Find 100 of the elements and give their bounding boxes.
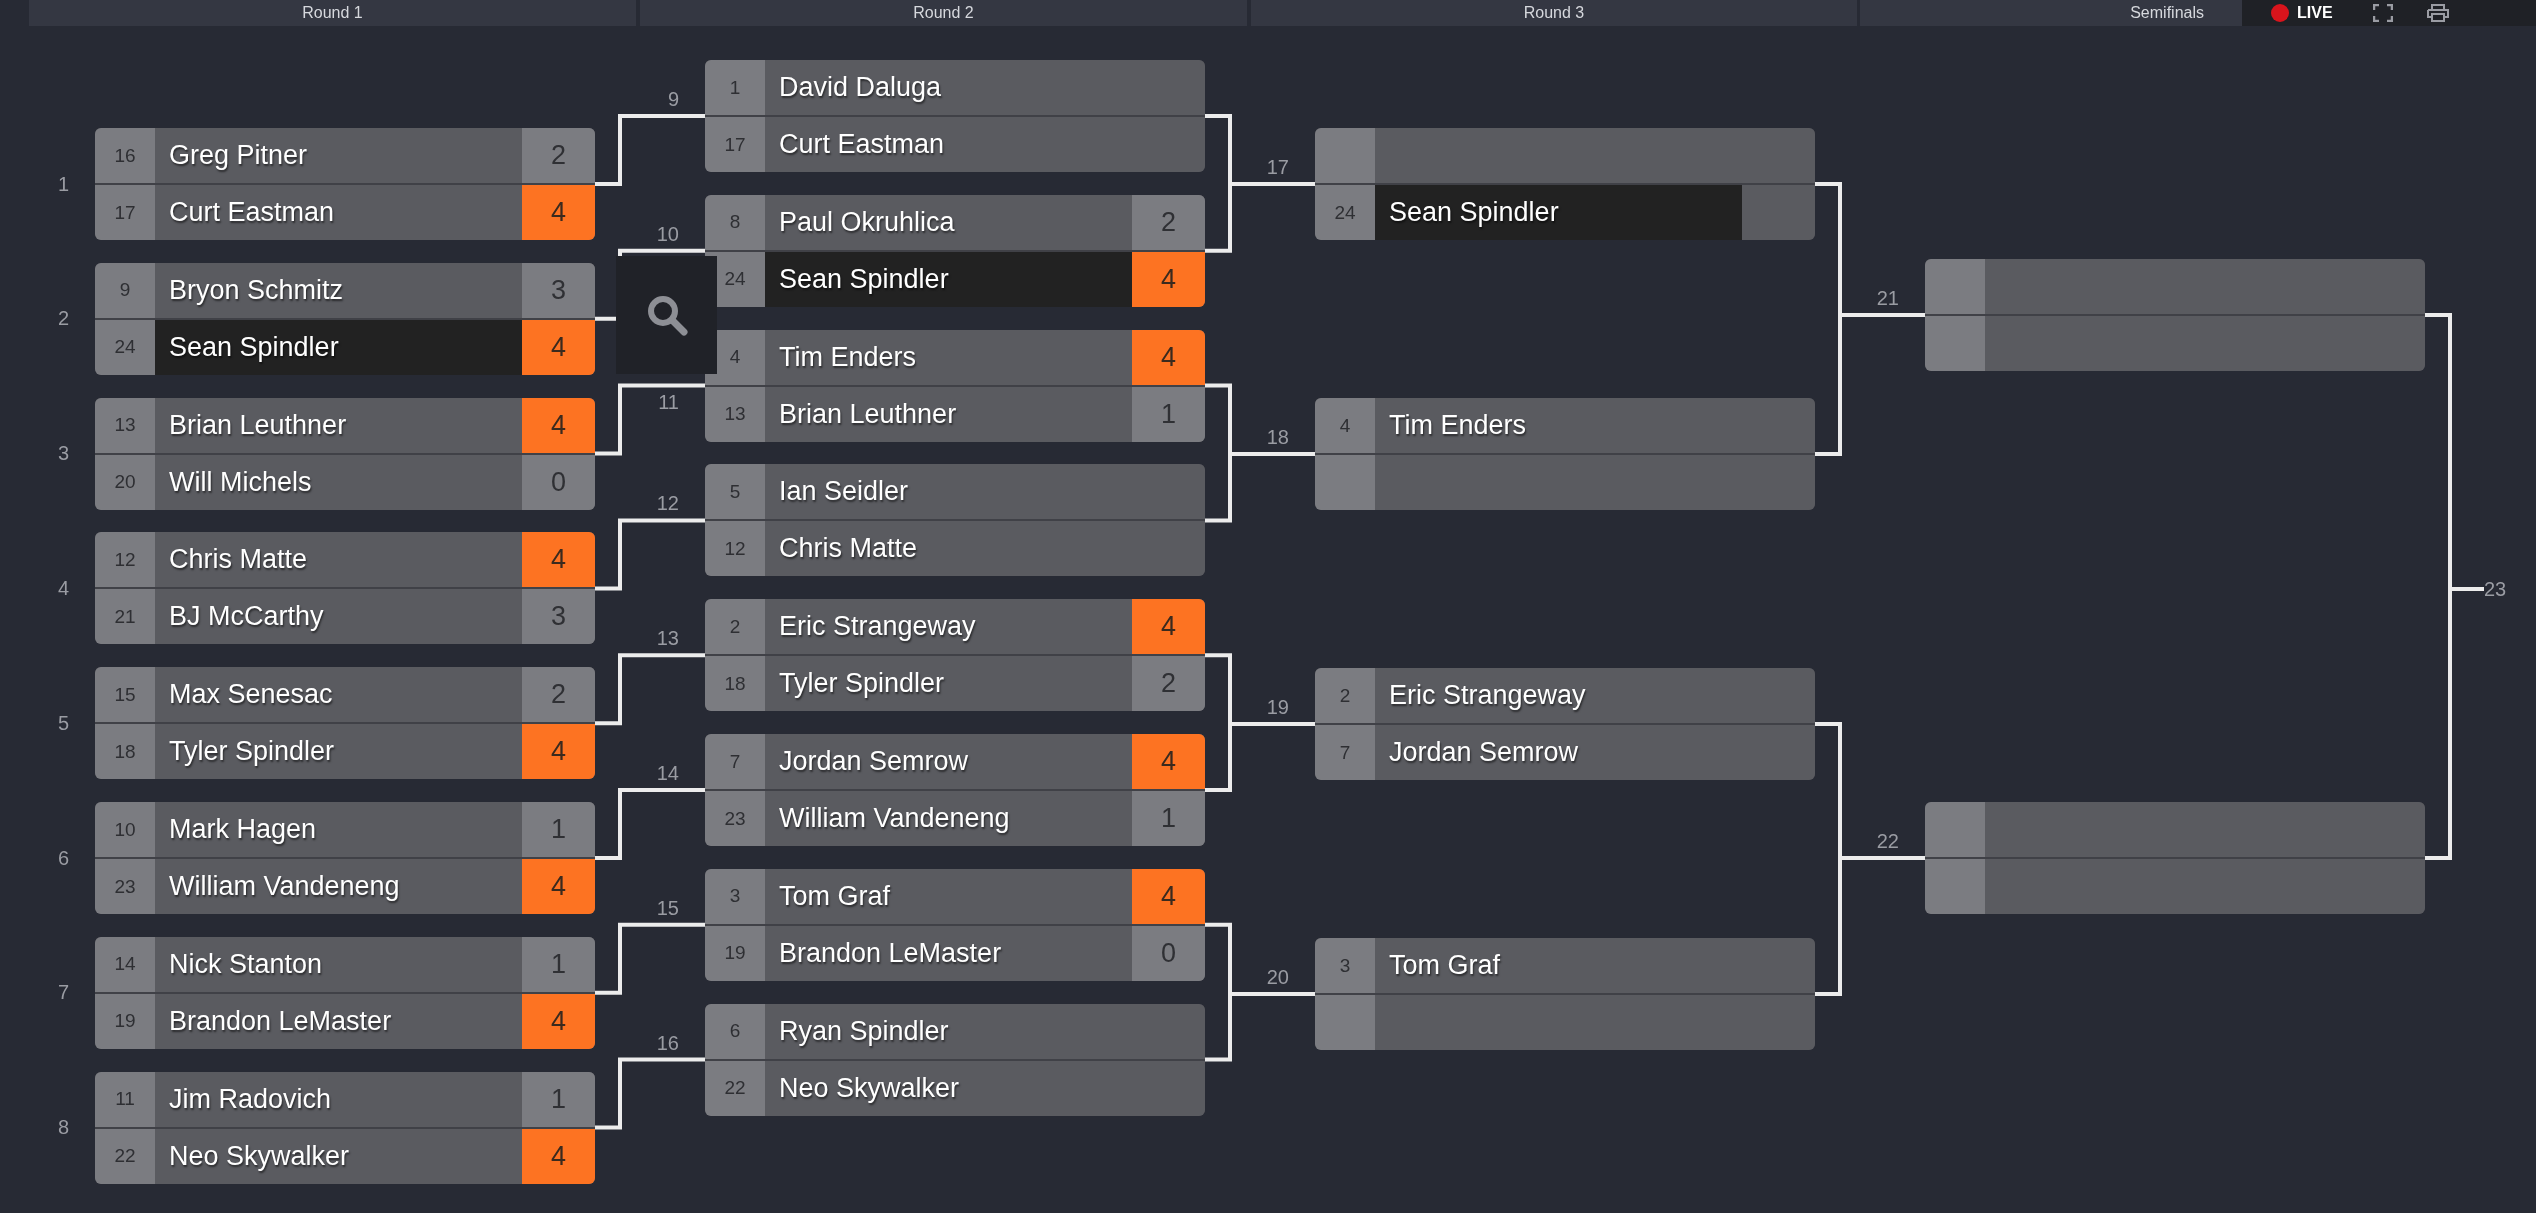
player-name: Chris Matte [779, 533, 918, 565]
bracket-line [595, 922, 705, 995]
score: 1 [522, 1071, 595, 1127]
match-number: 8 [57, 1116, 69, 1140]
seed-number: 19 [724, 942, 746, 965]
player-row [1315, 995, 1815, 1050]
seed-number: 21 [114, 605, 136, 628]
seed-number: 13 [114, 414, 136, 436]
match-number: 22 [1876, 830, 1899, 853]
match-number: 12 [656, 492, 679, 516]
bracket-line [1205, 992, 1315, 1062]
player-row [1925, 859, 2425, 914]
player-name: Tyler Spindler [169, 736, 335, 768]
seed-number: 12 [114, 548, 136, 571]
seed-number: 19 [114, 1010, 136, 1033]
match-card [1925, 259, 2425, 371]
match-card [95, 936, 595, 1049]
score: 1 [1132, 791, 1205, 846]
player-name: Greg Pitner [169, 139, 308, 171]
match-card [705, 599, 1205, 712]
player-row [95, 1128, 595, 1184]
player-row [95, 724, 595, 780]
seed-number: 17 [114, 201, 136, 224]
bracket-line [1815, 856, 1925, 996]
player-row [95, 936, 595, 992]
player-name: Curt Eastman [779, 128, 945, 160]
seed-number: 2 [729, 615, 741, 638]
player-name: Ryan Spindler [779, 1015, 949, 1047]
match-number: 20 [1266, 966, 1289, 989]
player-name: Brandon LeMaster [779, 937, 1002, 969]
player-row [1315, 938, 1815, 993]
seed-number: 24 [114, 336, 136, 359]
match-number: 2 [57, 307, 69, 331]
score: 3 [522, 262, 595, 318]
match-card [705, 464, 1205, 577]
match-card [1315, 128, 1815, 240]
player-row [95, 185, 595, 240]
match-number: 13 [656, 627, 679, 651]
bracket-line [595, 383, 705, 456]
seed-number: 9 [119, 279, 131, 302]
player-name: Neo Skywalker [779, 1072, 960, 1104]
player-name: Jordan Semrow [779, 745, 969, 777]
seed-number: 7 [729, 750, 741, 773]
bracket-line [595, 788, 705, 860]
match-number: 15 [656, 896, 679, 920]
match-card [95, 397, 595, 510]
seed-number: 7 [1339, 741, 1351, 764]
score: 4 [1132, 868, 1205, 924]
seed-number: 1 [729, 76, 741, 99]
seed-number: 17 [724, 133, 746, 156]
match-card [705, 734, 1205, 846]
player-name: Tim Enders [1389, 409, 1527, 441]
player-row [705, 868, 1205, 924]
score: 4 [522, 319, 595, 375]
score: 4 [1132, 329, 1205, 385]
player-row [705, 60, 1205, 115]
bracket-line [595, 1057, 705, 1130]
score: 4 [1132, 599, 1205, 655]
match-number: 3 [57, 442, 69, 466]
player-row [95, 589, 595, 645]
player-row [705, 791, 1205, 846]
seed-number: 14 [114, 953, 136, 976]
score: 2 [1132, 194, 1205, 250]
bracket-line [2425, 587, 2484, 860]
match-number: 9 [667, 88, 679, 111]
player-row [705, 464, 1205, 520]
player-row [1925, 316, 2425, 371]
match-number: 18 [1266, 426, 1289, 449]
seed-number: 2 [1339, 684, 1351, 707]
match-card [705, 194, 1205, 307]
player-row [1925, 802, 2425, 857]
player-row [1315, 128, 1815, 183]
seed-number: 11 [115, 1088, 135, 1110]
player-row [95, 802, 595, 857]
match-number: 21 [1876, 287, 1899, 310]
bracket-line [1205, 722, 1315, 792]
player-name: David Daluga [779, 71, 942, 103]
player-name: William Vandeneng [169, 870, 400, 902]
player-row [95, 532, 595, 588]
match-number: 11 [658, 390, 679, 414]
player-name: Brandon LeMaster [169, 1005, 392, 1037]
player-row [95, 667, 595, 723]
player-row [705, 925, 1205, 981]
match-number: 10 [656, 222, 679, 246]
score: 4 [522, 859, 595, 914]
player-name: Paul Okruhlica [779, 206, 955, 238]
seed-number: 6 [729, 1020, 741, 1042]
match-card [95, 667, 595, 780]
player-row [705, 386, 1205, 442]
seed-number: 18 [114, 740, 136, 763]
score: 4 [522, 185, 595, 240]
player-row [705, 1003, 1205, 1059]
player-name: Tom Graf [1389, 949, 1501, 981]
player-row [1315, 185, 1815, 240]
player-name: Brian Leuthner [779, 398, 957, 430]
player-name: Mark Hagen [169, 813, 317, 845]
score: 0 [1132, 925, 1205, 981]
player-row [95, 1071, 595, 1127]
player-row [95, 128, 595, 183]
score: 0 [522, 454, 595, 510]
